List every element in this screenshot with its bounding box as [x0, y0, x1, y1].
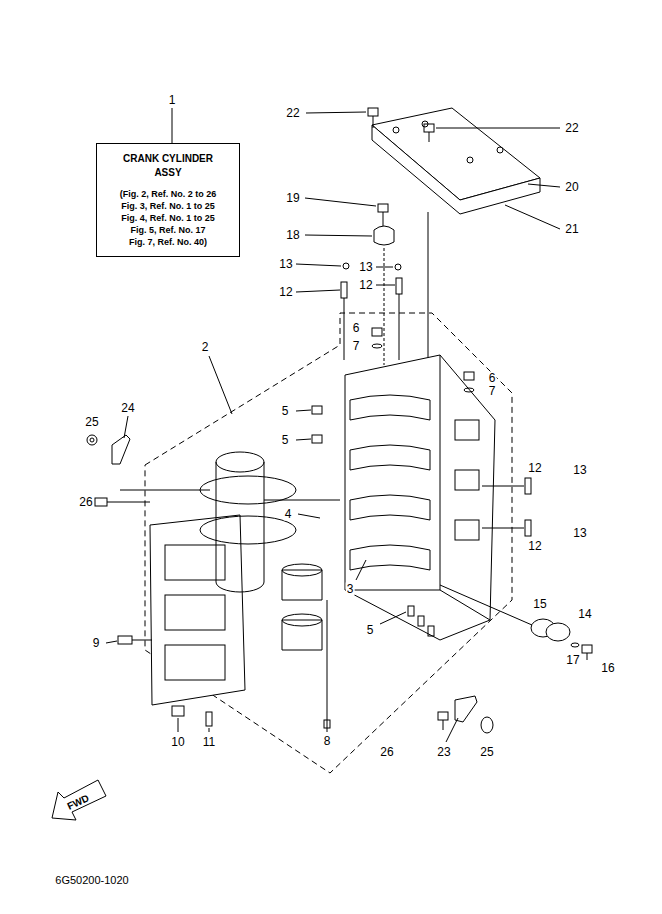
- callout-number: 6: [488, 372, 497, 385]
- box-line: Fig. 5, Ref. No. 17: [103, 224, 233, 236]
- callout-number: 3: [346, 583, 355, 596]
- callout-number: 25: [479, 746, 494, 759]
- callout-number: 9: [92, 637, 101, 650]
- callout-number: 26: [78, 496, 93, 509]
- callout-number: 18: [285, 229, 300, 242]
- callout-number: 16: [600, 662, 615, 675]
- callout-number: 5: [281, 405, 290, 418]
- box-line: (Fig. 2, Ref. No. 2 to 26: [103, 188, 233, 200]
- callout-number: 22: [564, 122, 579, 135]
- box-line: Fig. 3, Ref. No. 1 to 25: [103, 200, 233, 212]
- callout-number: 10: [170, 736, 185, 749]
- callout-number: 19: [285, 192, 300, 205]
- direction-label: FWD: [64, 791, 92, 813]
- callout-number: 24: [120, 402, 135, 415]
- callout-number: 6: [352, 322, 361, 335]
- title-box: CRANK CYLINDER ASSY (Fig. 2, Ref. No. 2 t…: [96, 143, 240, 257]
- callout-number: 15: [532, 598, 547, 611]
- callout-number: 5: [281, 434, 290, 447]
- callout-number: 20: [564, 181, 579, 194]
- callout-number: 11: [202, 736, 216, 749]
- box-heading: CRANK CYLINDER ASSY: [116, 152, 220, 180]
- callout-number: 12: [527, 540, 542, 553]
- box-line: Fig. 4, Ref. No. 1 to 25: [103, 212, 233, 224]
- diagram-code: 6G50200-1020: [54, 874, 129, 887]
- callout-number: 22: [285, 107, 300, 120]
- callout-number: 14: [577, 608, 592, 621]
- callout-number: 1: [168, 94, 177, 107]
- callout-number: 13: [572, 464, 587, 477]
- callout-number: 26: [379, 746, 394, 759]
- callout-number: 23: [436, 746, 451, 759]
- callout-number: 7: [488, 385, 497, 398]
- box-line: Fig. 7, Ref. No. 40): [103, 236, 233, 248]
- callout-number: 12: [358, 279, 373, 292]
- callout-number: 4: [284, 508, 293, 521]
- callout-number: 12: [278, 286, 293, 299]
- callout-number: 7: [352, 340, 361, 353]
- callout-number: 13: [572, 527, 587, 540]
- callout-number: 8: [323, 735, 332, 748]
- callout-number: 13: [358, 261, 373, 274]
- callout-number: 13: [278, 258, 293, 271]
- callout-number: 5: [366, 624, 375, 637]
- callout-number: 21: [564, 223, 579, 236]
- callout-number: 25: [84, 416, 99, 429]
- callout-number: 2: [201, 341, 210, 354]
- callout-number: 17: [565, 654, 580, 667]
- callout-number: 12: [527, 462, 542, 475]
